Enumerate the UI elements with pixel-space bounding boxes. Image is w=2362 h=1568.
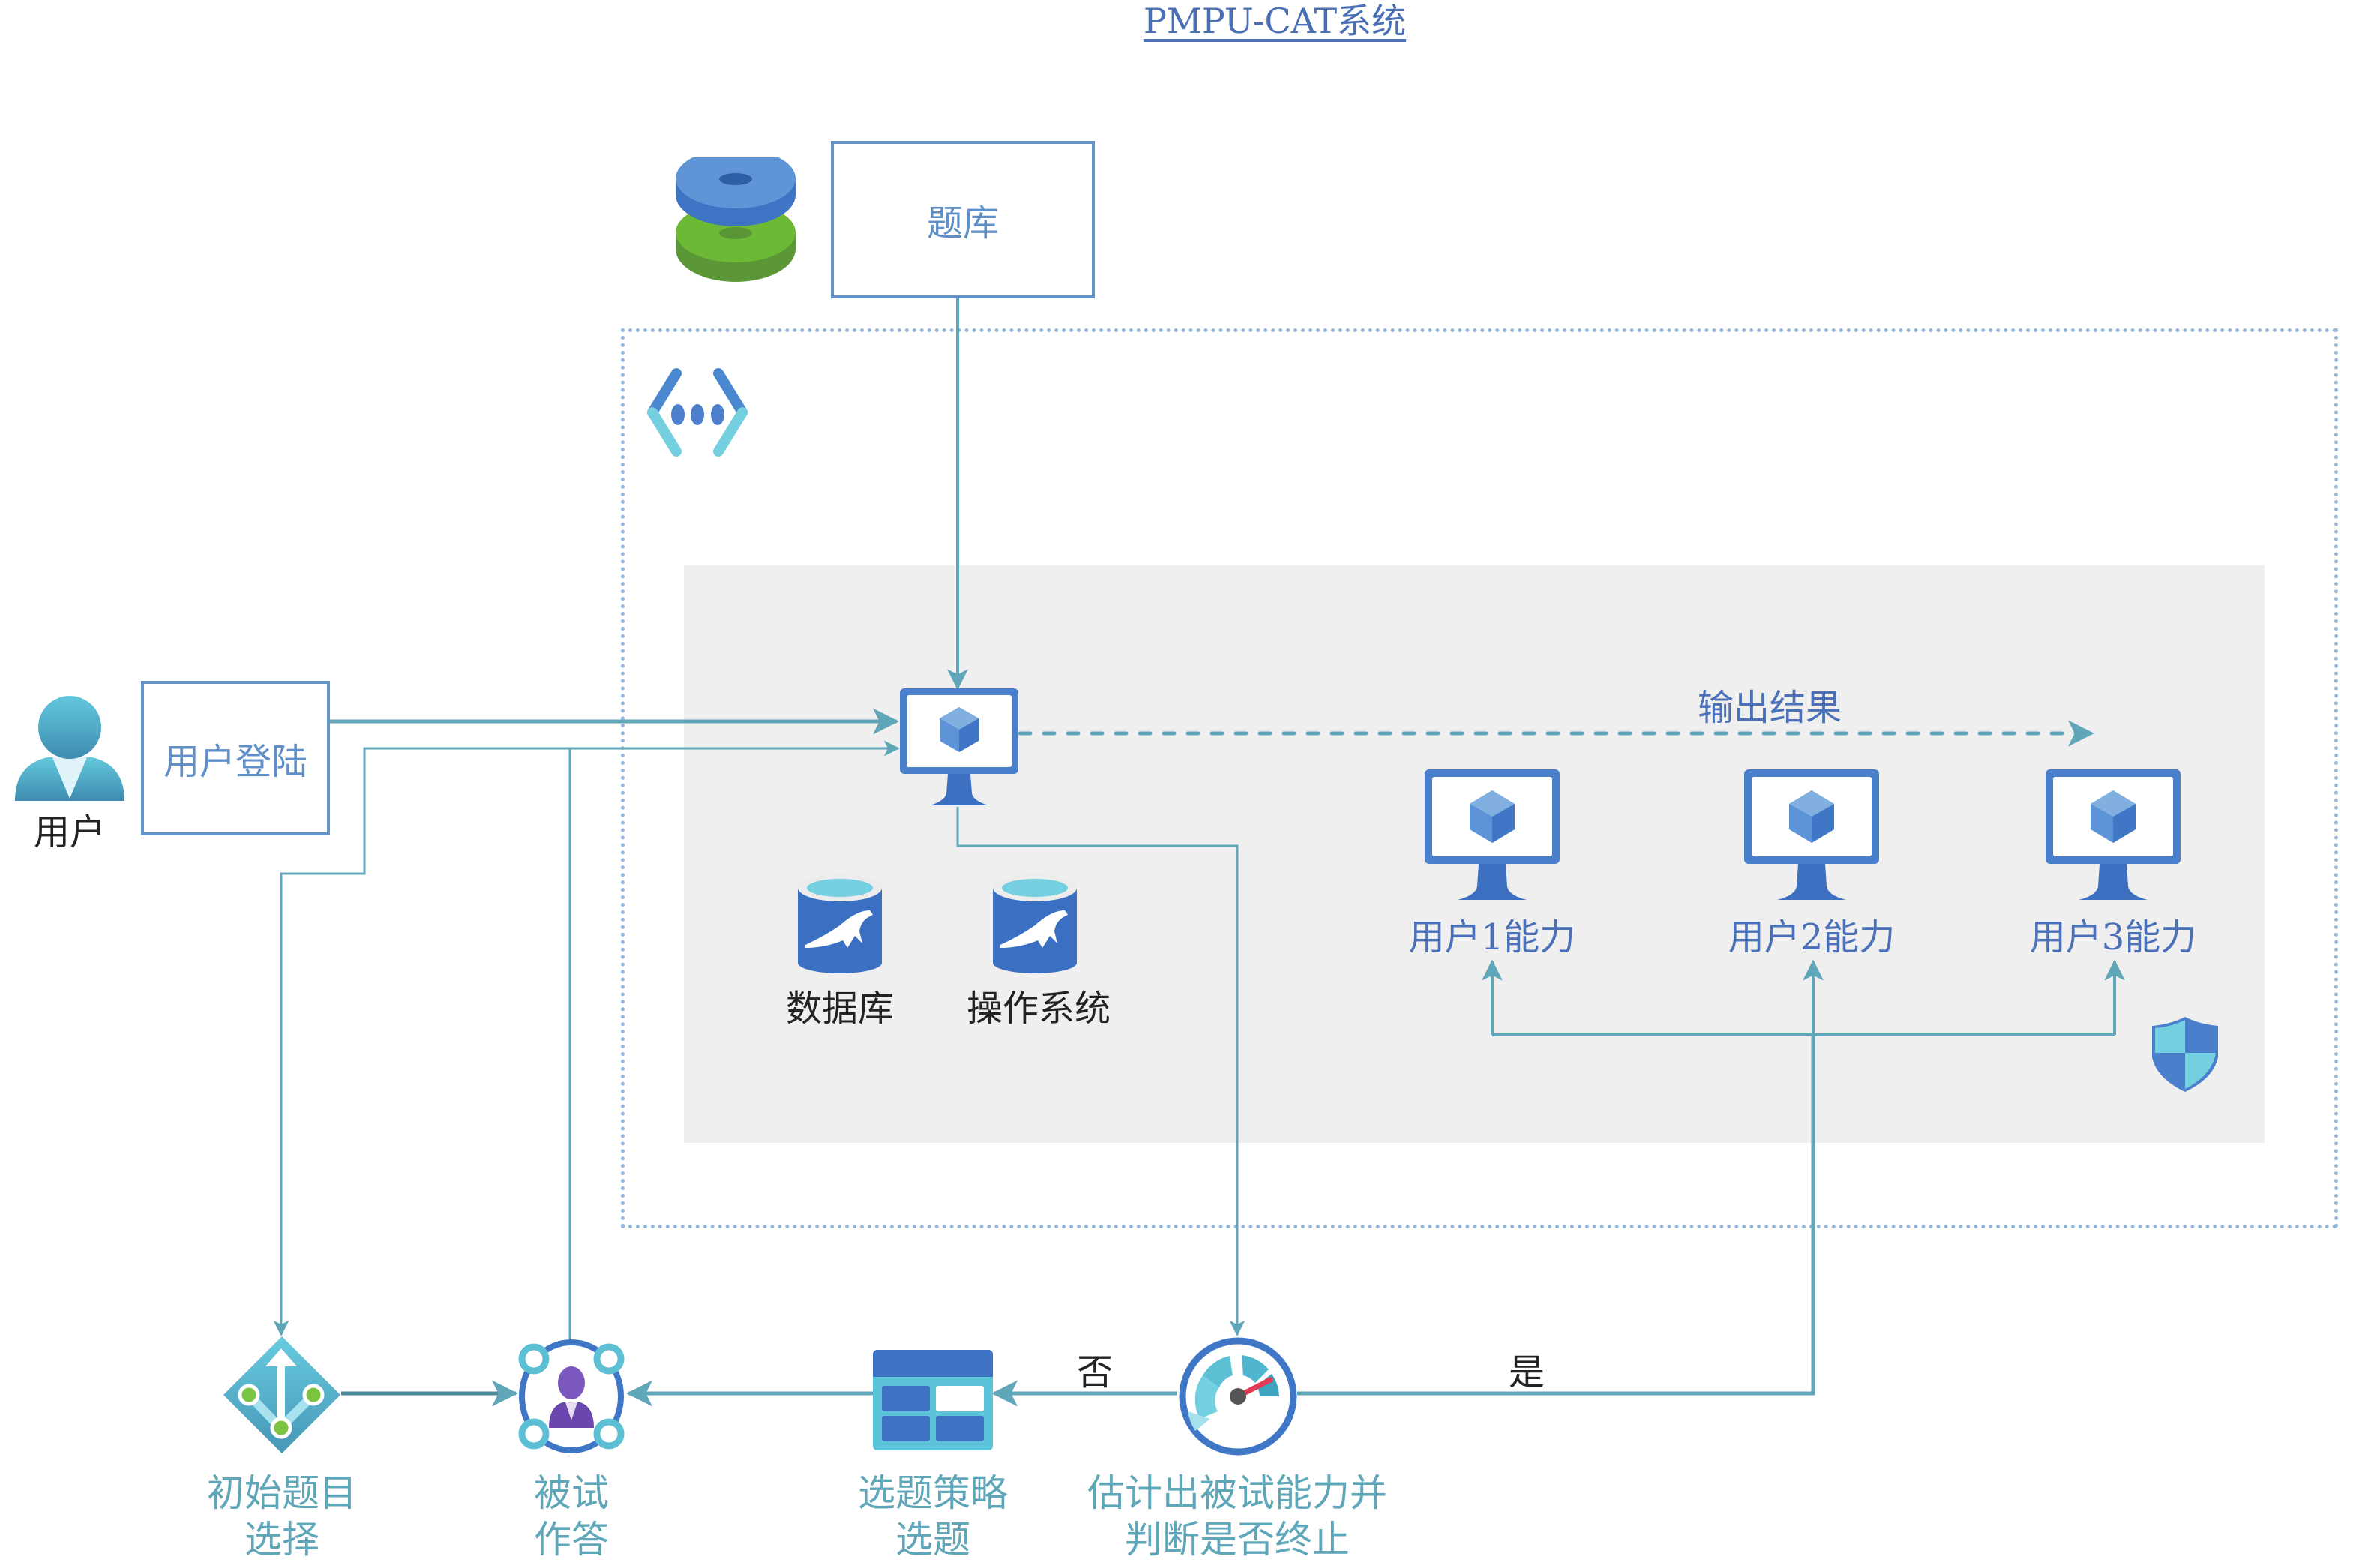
- os-label: 操作系统: [966, 988, 1111, 1030]
- edge-label-no: 否: [1076, 1351, 1113, 1393]
- flow-label-strategy-line2: 选题: [895, 1518, 970, 1561]
- edge-gauge-to-abilities: [1297, 1035, 1815, 1396]
- flow-label-strategy-line1: 选题策略: [858, 1471, 1008, 1515]
- edge-label-yes: 是: [1508, 1351, 1545, 1393]
- question-bank-box[interactable]: 题库: [831, 141, 1095, 298]
- flow-label-initial-line2: 选择: [244, 1518, 319, 1561]
- user-network-icon[interactable]: [513, 1338, 630, 1455]
- flow-label-strategy: 选题策略 选题: [820, 1470, 1045, 1563]
- virtual-network-boundary: [621, 328, 2338, 1228]
- ability-label-1: 用户1能力: [1408, 916, 1576, 958]
- flow-label-answer-line1: 被试: [534, 1471, 609, 1515]
- flow-label-initial-line1: 初始题目: [207, 1471, 357, 1515]
- flow-label-answer-line2: 作答: [534, 1518, 609, 1561]
- edge-server-to-gauge: [956, 807, 1245, 1336]
- edge-answer-to-server: [568, 740, 900, 1378]
- ability-node-3[interactable]: [2046, 769, 2181, 904]
- flow-label-gauge-line2: 判断是否终止: [1125, 1518, 1350, 1561]
- login-label: 用户登陆: [163, 741, 307, 783]
- login-box[interactable]: 用户登陆: [141, 681, 330, 835]
- branch-diamond-icon[interactable]: [222, 1335, 342, 1455]
- edge-server-to-initial: [273, 747, 898, 1336]
- virtual-machine-icon: [900, 688, 1018, 805]
- database-icon-2: [993, 874, 1077, 973]
- user-label: 用户: [33, 811, 106, 853]
- virtual-network-icon: [647, 368, 748, 457]
- stacked-disks-icon: [676, 157, 796, 282]
- flow-label-gauge: 估计出被试能力并 判断是否终止: [1065, 1470, 1410, 1563]
- database-label: 数据库: [785, 988, 894, 1030]
- virtual-machine-icon: [1744, 769, 1879, 900]
- ability-node-1[interactable]: [1425, 769, 1560, 904]
- ability-node-2[interactable]: [1744, 769, 1879, 904]
- ability-label-3: 用户3能力: [2029, 916, 2197, 958]
- ability-label-2: 用户2能力: [1728, 916, 1896, 958]
- flow-label-gauge-line1: 估计出被试能力并: [1087, 1471, 1387, 1515]
- database-icon-1: [798, 874, 882, 973]
- user-icon: [15, 696, 124, 801]
- output-result-label: 输出结果: [1697, 687, 1842, 729]
- flow-label-answer: 被试 作答: [459, 1470, 684, 1563]
- question-bank-label: 题库: [926, 202, 999, 244]
- virtual-machine-icon: [2046, 769, 2181, 900]
- table-grid-icon[interactable]: [873, 1350, 993, 1451]
- flow-label-initial: 初始题目 选择: [169, 1470, 394, 1563]
- gauge-icon[interactable]: [1177, 1336, 1299, 1456]
- virtual-machine-icon: [1425, 769, 1560, 900]
- diagram-title: PMPU-CAT系统: [1143, 1, 1407, 41]
- shield-icon: [2152, 1017, 2218, 1092]
